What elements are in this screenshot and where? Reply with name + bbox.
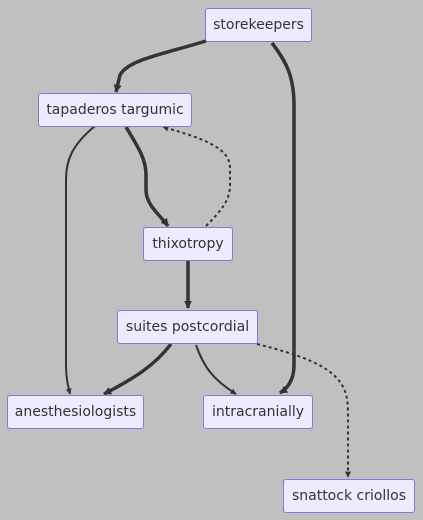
node-anesthesiologists[interactable]: anesthesiologists	[7, 395, 144, 429]
edge-suites-postcordial-to-anesthesiologists	[103, 342, 173, 396]
node-storekeepers[interactable]: storekeepers	[205, 8, 312, 42]
edge-suites-postcordial-to-intracranially	[195, 344, 237, 395]
edge-storekeepers-to-tapaderos-targumic	[113, 39, 207, 93]
edge-suites-postcordial-to-snattock-criollos	[256, 343, 351, 478]
node-tapaderos-targumic[interactable]: tapaderos targumic	[38, 93, 192, 127]
node-snattock-criollos[interactable]: snattock criollos	[283, 479, 415, 513]
edge-storekeepers-to-intracranially	[270, 41, 296, 395]
node-intracranially[interactable]: intracranially	[203, 395, 313, 429]
edge-tapaderos-targumic-to-thixotropy	[124, 126, 170, 228]
edge-thixotropy-to-tapaderos-targumic	[162, 125, 231, 227]
node-suites-postcordial[interactable]: suites postcordial	[117, 310, 258, 344]
edge-tapaderos-targumic-to-anesthesiologists	[65, 125, 96, 395]
node-thixotropy[interactable]: thixotropy	[143, 227, 233, 261]
